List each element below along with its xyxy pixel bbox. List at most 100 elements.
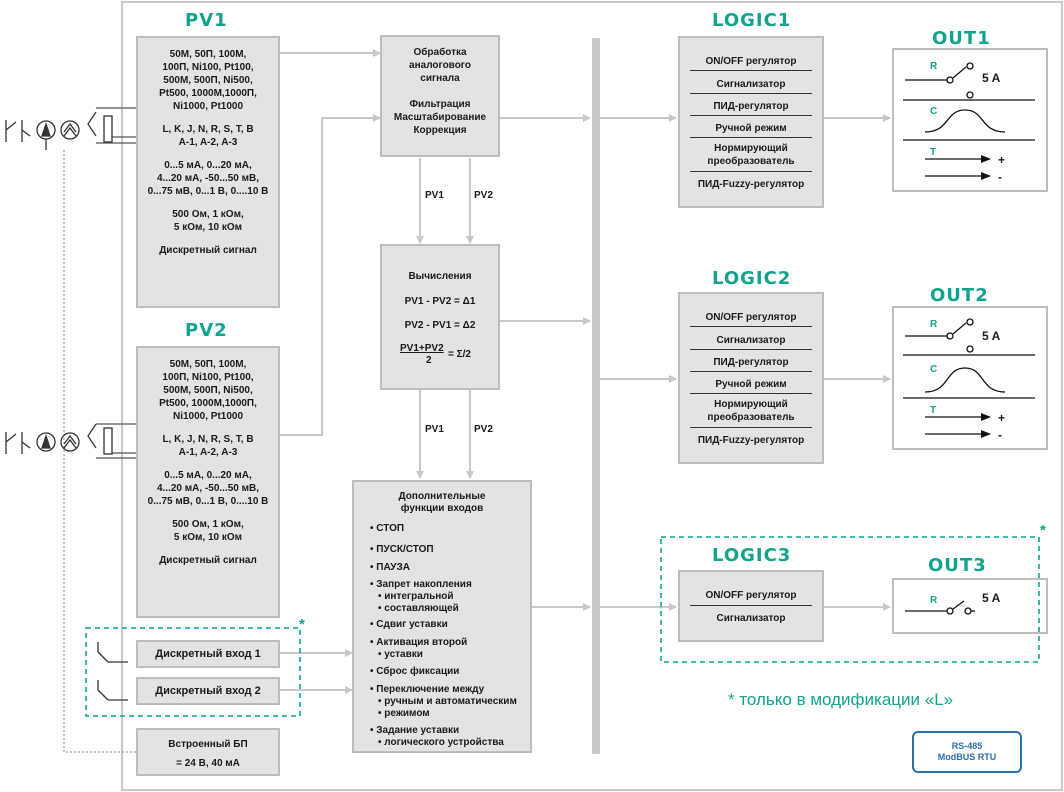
pv1-text: Pt500, 1000М,1000П, [159, 88, 257, 99]
pv2-text: 500 Ом, 1 кОм, [172, 519, 244, 530]
calc-formula-3-denominator: 2 [426, 355, 432, 366]
flow-label-pv2-b: PV2 [474, 424, 493, 435]
processing-text: аналогового [409, 60, 471, 71]
pv2-text: 4...20 мА, -50...50 мВ, [156, 483, 260, 494]
out3-amp: 5 A [982, 591, 1001, 605]
extra-title-line2: функции входов [400, 503, 484, 514]
calc-formula-1: PV1 - PV2 = Δ1 [404, 296, 476, 307]
pv2-text: 0...5 мА, 0...20 мА, [164, 470, 252, 481]
discrete-switch-symbols [97, 642, 128, 701]
logic2-item: Ручной режим [715, 379, 787, 390]
signal-processing-box: Обработка аналогового сигнала Фильтрация… [380, 35, 500, 157]
pv1-sensor-box: 50М, 50П, 100М, 100П, Ni100, Pt100, 500М… [136, 36, 280, 308]
out2-minus: - [998, 428, 1002, 442]
rs485-interface-badge: RS-485 ModBUS RTU [912, 731, 1022, 773]
out2-plus: + [998, 411, 1006, 425]
processing-text: Масштабирование [393, 112, 487, 123]
pv2-text: Дискретный сигнал [159, 555, 257, 566]
logic2-title: LOGIC2 [712, 268, 792, 289]
logic3-title: LOGIC3 [712, 545, 792, 566]
discrete-input-2-label: Дискретный вход 2 [155, 685, 261, 697]
pv1-text: 500 Ом, 1 кОм, [172, 209, 244, 220]
logic2-item: ПИД-Fuzzy-регулятор [697, 435, 805, 446]
pv2-text: L, K, J, N, R, S, T, B [162, 434, 254, 445]
pv1-text: 100П, Ni100, Pt100, [162, 62, 254, 73]
calc-formula-3-numerator: PV1+PV2 [400, 343, 444, 354]
logic3-item: Сигнализатор [716, 613, 786, 624]
pv1-text: Ni1000, Pt1000 [172, 101, 244, 112]
extra-title-line1: Дополнительные [398, 491, 486, 502]
psu-line2: = 24 В, 40 мА [176, 758, 240, 769]
processing-text: Коррекция [413, 125, 467, 136]
calc-formula-2: PV2 - PV1 = Δ2 [404, 320, 476, 331]
out1-box: R 5 A C T + - [892, 48, 1048, 192]
modification-l-outline-logic3 [660, 536, 1040, 663]
pv2-text: Pt500, 1000М,1000П, [159, 398, 257, 409]
pv1-text: 5 кОм, 10 кОм [173, 222, 243, 233]
bus-bar [592, 38, 600, 754]
pv1-text: 500М, 500П, Ni500, [163, 75, 253, 86]
logic2-item: Нормирующий преобразователь [707, 399, 795, 423]
out1-plus: + [998, 153, 1006, 167]
calc-title: Вычисления [408, 271, 472, 282]
extra-item: Сдвиг уставки [370, 619, 524, 630]
modification-note: * только в модификации «L» [728, 690, 954, 709]
pv1-text: L, K, J, N, R, S, T, B [162, 124, 254, 135]
logic3-box: ON/OFF регулятор Сигнализатор [678, 570, 824, 642]
power-supply-box: Встроенный БП = 24 В, 40 мА [136, 728, 280, 776]
extra-item: Запрет накопления [370, 579, 524, 590]
pv2-text: A-1, A-2, A-3 [178, 447, 238, 458]
extra-item: ПАУЗА [370, 562, 524, 573]
extra-item: Активация второй [370, 637, 524, 648]
flow-label-pv1-b: PV1 [425, 424, 444, 435]
discrete-input-1-label: Дискретный вход 1 [155, 648, 261, 660]
pv1-title: PV1 [185, 10, 228, 31]
out1-symbols [903, 62, 1035, 180]
processing-text: Обработка [413, 47, 467, 58]
extra-item: Сброс фиксации [370, 666, 524, 677]
out2-c-label: C [930, 364, 938, 375]
out2-t-label: T [930, 405, 937, 416]
pv1-text: 50М, 50П, 100М, [169, 49, 247, 60]
logic2-item: ON/OFF регулятор [705, 312, 797, 323]
extra-item-cont: составляющей [378, 603, 524, 614]
sensor-symbols-1 [5, 111, 113, 150]
pv2-text: 5 кОм, 10 кОм [173, 532, 243, 543]
extra-item-cont: режимом [378, 708, 524, 719]
logic1-item: Нормирующий преобразователь [707, 143, 795, 167]
flow-label-pv2-a: PV2 [474, 190, 493, 201]
sensor-symbols-2 [5, 423, 113, 455]
logic2-box: ON/OFF регулятор Сигнализатор ПИД-регуля… [678, 292, 824, 464]
out2-box: R 5 A C T + - [892, 306, 1048, 450]
pv2-text: 100П, Ni100, Pt100, [162, 372, 254, 383]
out3-title: OUT3 [928, 555, 987, 576]
logic1-title: LOGIC1 [712, 10, 792, 31]
extra-input-functions-box: Дополнительные функции входов СТОП ПУСК/… [352, 480, 532, 753]
extra-item: СТОП [370, 523, 524, 534]
extra-item: ПУСК/СТОП [370, 544, 524, 555]
calc-formula-3-result: = Σ/2 [448, 349, 471, 360]
pv1-text: A-1, A-2, A-3 [178, 137, 238, 148]
rs485-line1: RS-485 [951, 741, 983, 751]
extra-item-cont: логического устройства [378, 737, 524, 748]
discrete-input-1-box: Дискретный вход 1 [136, 640, 280, 668]
pv2-sensor-box: 50М, 50П, 100М, 100П, Ni100, Pt100, 500М… [136, 346, 280, 618]
out3-box: R 5 A [892, 578, 1048, 634]
out2-r-label: R [930, 319, 938, 330]
device-frame [121, 1, 1063, 791]
pv2-text: Ni1000, Pt1000 [172, 411, 244, 422]
flow-label-pv1-a: PV1 [425, 190, 444, 201]
out2-amp: 5 A [982, 329, 1001, 343]
calculations-box: Вычисления PV1 - PV2 = Δ1 PV2 - PV1 = Δ2… [380, 244, 500, 390]
out3-symbols [905, 600, 975, 615]
out2-symbols [903, 318, 1035, 438]
pv1-text: 0...5 мА, 0...20 мА, [164, 160, 252, 171]
logic1-item: ПИД-регулятор [713, 101, 789, 112]
extra-item-cont: интегральной [378, 591, 524, 602]
psu-line1: Встроенный БП [168, 739, 248, 750]
out1-minus: - [998, 170, 1002, 184]
logic1-item: Ручной режим [715, 123, 787, 134]
pv1-text: 0...75 мВ, 0...1 В, 0....10 В [147, 186, 269, 197]
extra-item-cont: уставки [378, 649, 524, 660]
